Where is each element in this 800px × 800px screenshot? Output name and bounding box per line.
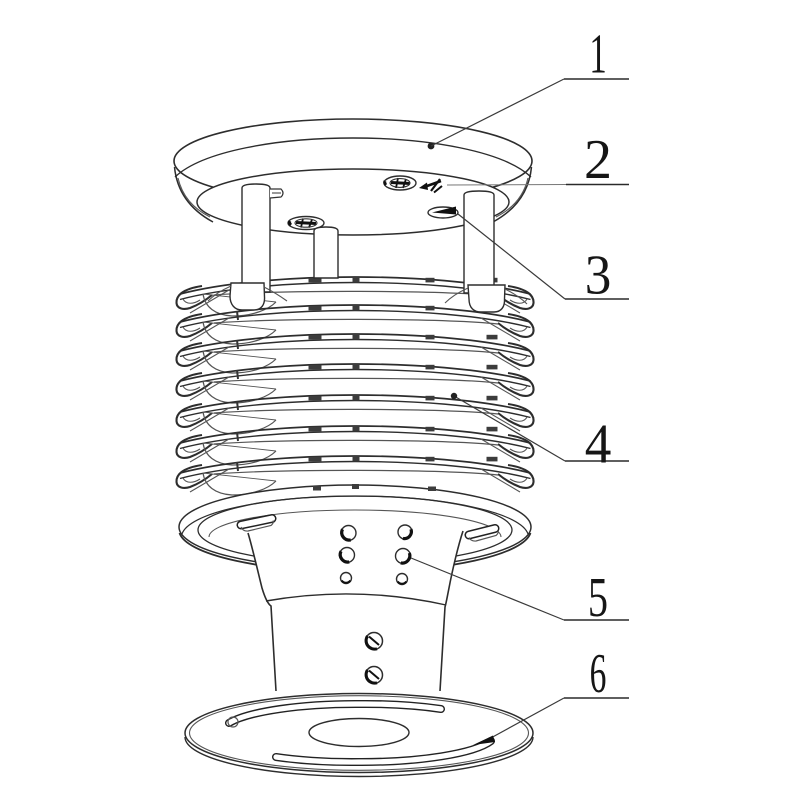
svg-text:4: 4 — [585, 412, 612, 475]
svg-text:5: 5 — [588, 567, 608, 629]
svg-text:1: 1 — [589, 23, 606, 86]
svg-text:3: 3 — [585, 243, 612, 306]
svg-text:2: 2 — [584, 129, 612, 191]
svg-text:6: 6 — [590, 642, 607, 704]
